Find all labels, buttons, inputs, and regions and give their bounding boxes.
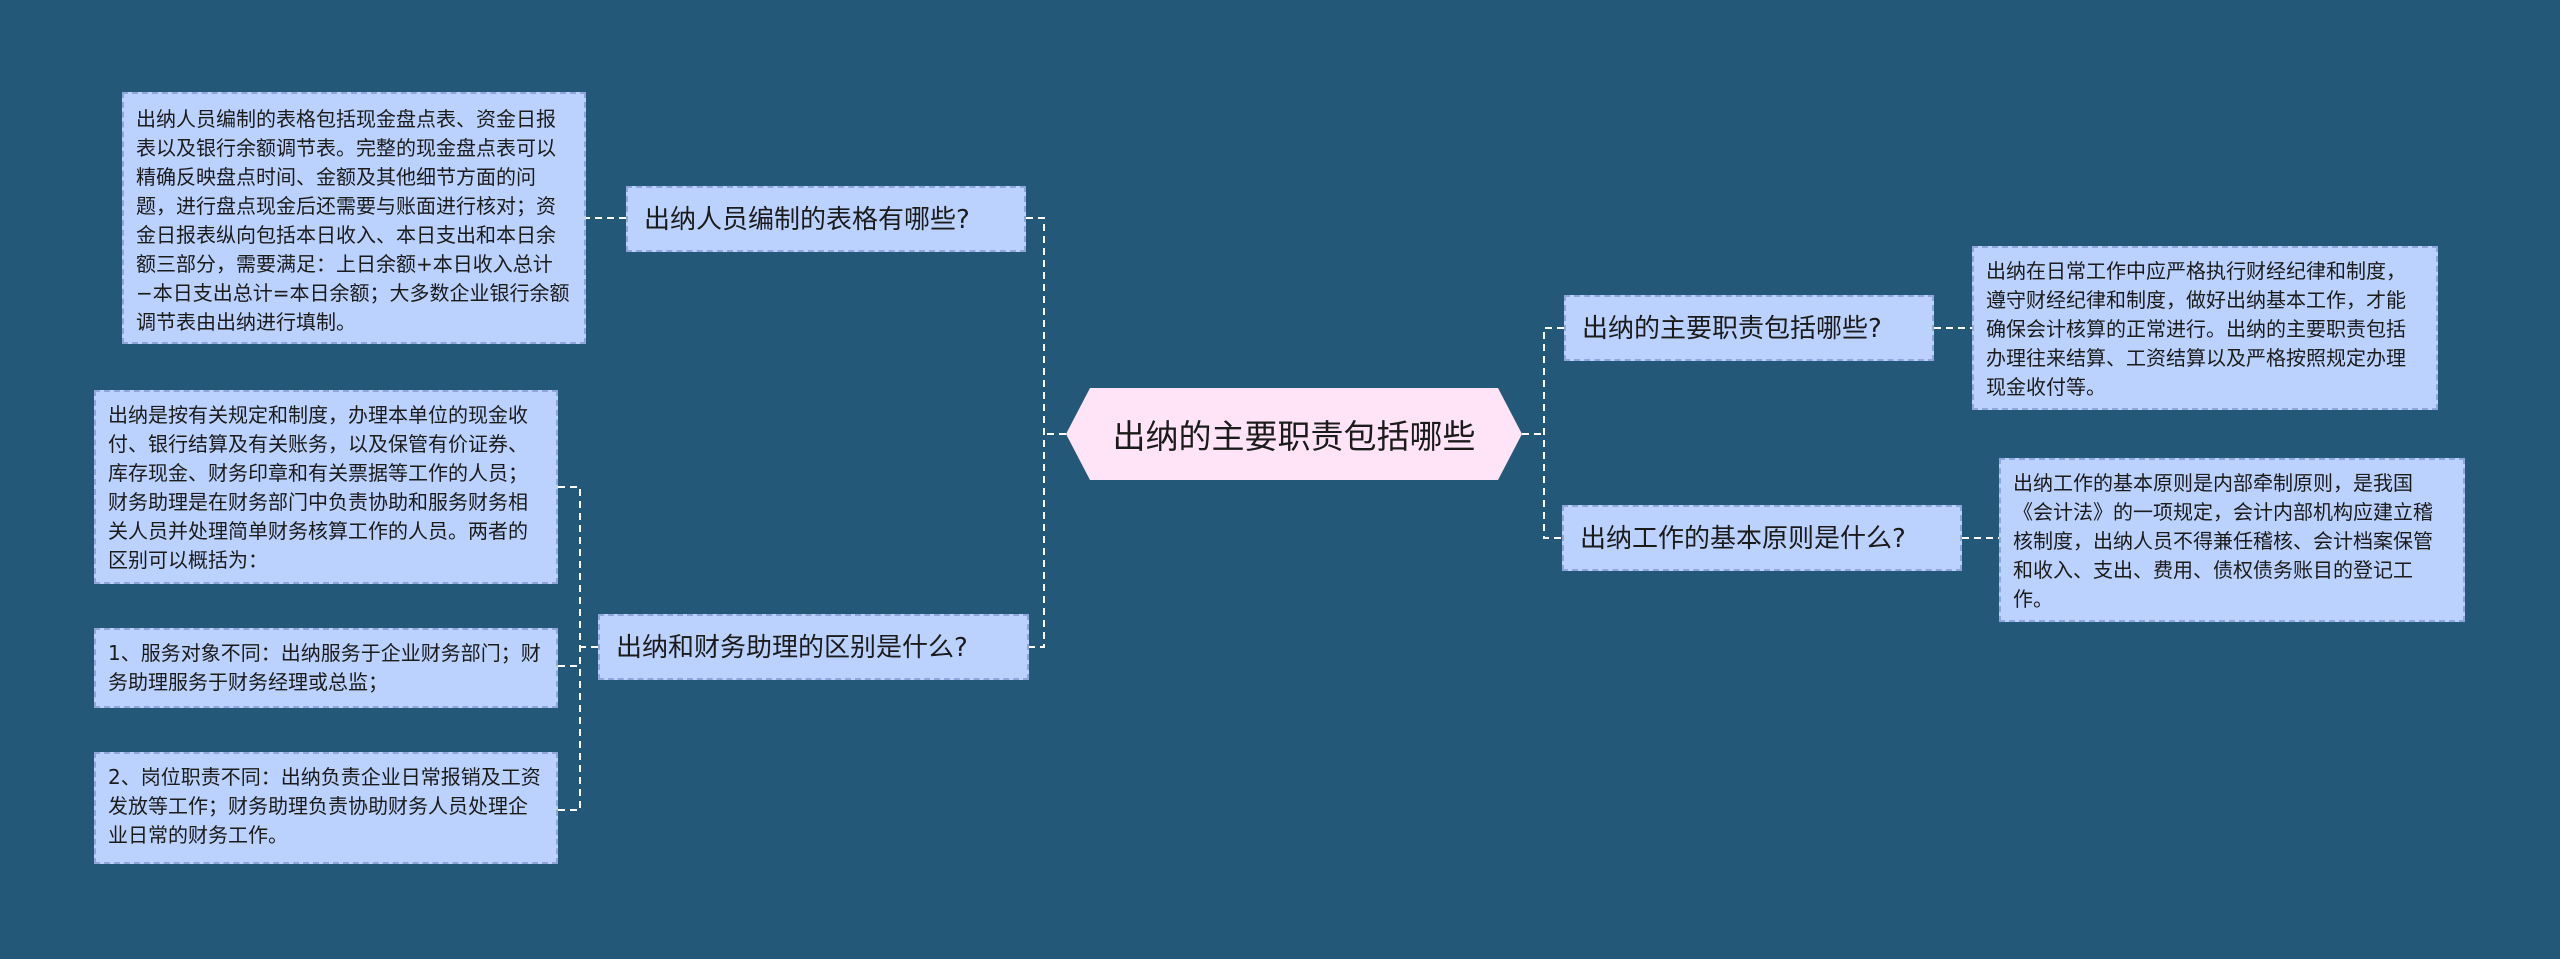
- branch-difference-answer-point-2: 2、岗位职责不同：出纳负责企业日常报销及工资发放等工作；财务助理负责协助财务人员…: [94, 752, 558, 864]
- branch-difference-answer-intro: 出纳是按有关规定和制度，办理本单位的现金收付、银行结算及有关账务，以及保管有价证…: [94, 390, 558, 584]
- branch-difference-question[interactable]: 出纳和财务助理的区别是什么?: [598, 614, 1029, 680]
- branch-difference-answer-point-1: 1、服务对象不同：出纳服务于企业财务部门；财务助理服务于财务经理或总监；: [94, 628, 558, 708]
- connector-left-trunk: [1026, 217, 1045, 648]
- branch-duties-answer: 出纳在日常工作中应严格执行财经纪律和制度，遵守财经纪律和制度，做好出纳基本工作，…: [1972, 246, 2438, 410]
- branch-principles-question[interactable]: 出纳工作的基本原则是什么?: [1562, 505, 1962, 571]
- connector-difference-answers: [558, 486, 598, 811]
- connector-right-trunk: [1543, 327, 1564, 539]
- root-topic[interactable]: 出纳的主要职责包括哪些: [1066, 388, 1522, 480]
- branch-principles-answer: 出纳工作的基本原则是内部牵制原则，是我国《会计法》的一项规定，会计内部机构应建立…: [1999, 458, 2465, 622]
- branch-duties-question[interactable]: 出纳的主要职责包括哪些?: [1564, 295, 1934, 361]
- branch-tables-answer: 出纳人员编制的表格包括现金盘点表、资金日报表以及银行余额调节表。完整的现金盘点表…: [122, 92, 586, 344]
- branch-tables-question[interactable]: 出纳人员编制的表格有哪些?: [626, 186, 1026, 252]
